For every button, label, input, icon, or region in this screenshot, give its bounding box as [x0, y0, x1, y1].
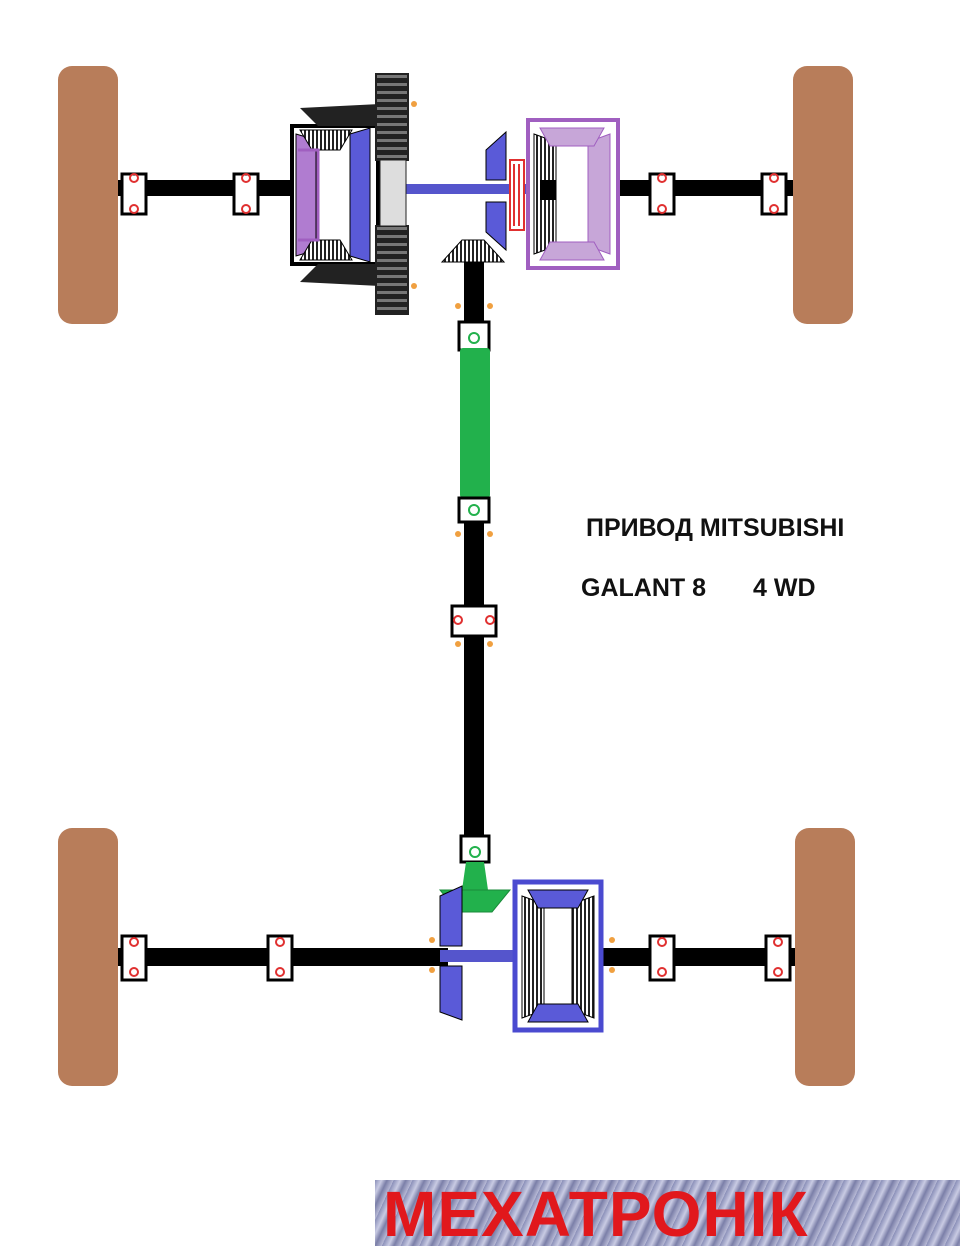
- front-universal-joint: [457, 320, 491, 352]
- front-differential: [290, 104, 380, 286]
- rear-universal-joint: [459, 834, 491, 864]
- center-differential: [526, 118, 620, 270]
- diagram-drive-type: 4 WD: [753, 574, 816, 602]
- diagram-model: GALANT 8: [581, 574, 706, 602]
- rear-left-outer-bearing: [120, 934, 148, 982]
- prop-shaft-seals: [455, 303, 493, 537]
- brand-banner: МЕХАТРОНІК: [375, 1180, 960, 1246]
- middle-universal-joint: [457, 496, 491, 524]
- diagram-title: ПРИВОД MITSUBISHI: [586, 514, 845, 542]
- front-pinion-bevel: [440, 239, 506, 263]
- rear-right-outer-bearing: [764, 934, 792, 982]
- rear-axle-inner-shaft: [440, 950, 530, 962]
- front-left-wheel: [58, 66, 118, 324]
- front-right-inner-bearing: [648, 172, 676, 216]
- center-support-bearing: [450, 604, 498, 647]
- rear-ring-gear: [429, 885, 463, 1021]
- final-drive-gear: [375, 73, 417, 315]
- front-left-inner-bearing: [232, 172, 260, 216]
- transfer-bevel-gear: [485, 130, 525, 252]
- rear-right-inner-bearing: [648, 934, 676, 982]
- front-right-outer-bearing: [760, 172, 788, 216]
- rear-right-wheel: [795, 828, 855, 1086]
- rear-left-inner-bearing: [266, 934, 294, 982]
- front-intermediate-shaft: [300, 184, 540, 194]
- brand-banner-text: МЕХАТРОНІК: [383, 1180, 809, 1246]
- rear-pinion-green: [462, 862, 488, 890]
- rear-differential: [512, 879, 615, 1033]
- front-left-outer-bearing: [120, 172, 148, 216]
- intermediate-shaft-green: [460, 348, 490, 498]
- front-right-wheel: [793, 66, 853, 324]
- rear-left-wheel: [58, 828, 118, 1086]
- rear-right-halfshaft: [598, 948, 795, 966]
